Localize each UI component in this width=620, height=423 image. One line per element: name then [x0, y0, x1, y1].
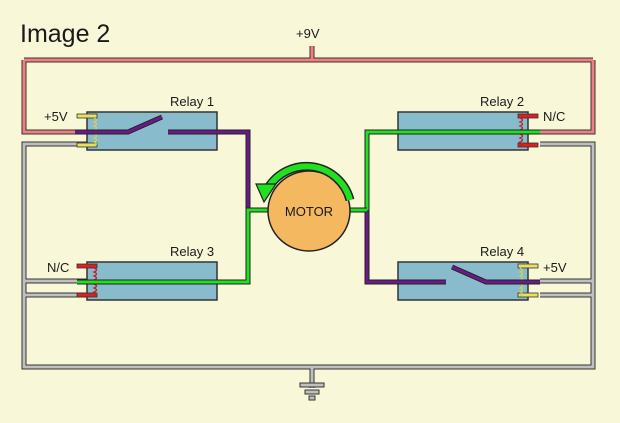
relay-3-pin-label: N/C: [47, 260, 69, 275]
ground-icon: [299, 382, 325, 401]
relay-3-coil: [76, 263, 98, 298]
relay-2-label: Relay 2: [480, 94, 524, 109]
motor: MOTOR: [267, 170, 351, 252]
relay-2-path: [364, 129, 540, 210]
ground-rail: [21, 141, 596, 388]
positive-rail: [21, 46, 596, 135]
supply-label: +9V: [296, 26, 320, 41]
relay-1-coil: [76, 113, 98, 148]
relay-1-label: Relay 1: [170, 94, 214, 109]
relay-4-label: Relay 4: [480, 244, 524, 259]
relay-3-path: [77, 207, 268, 285]
relay-4-switch: [364, 210, 540, 285]
motor-label: MOTOR: [285, 204, 333, 219]
relay-1-switch: [75, 114, 251, 210]
diagram-title: Image 2: [20, 20, 110, 48]
relay-2-pin-label: N/C: [543, 109, 565, 124]
relay-1-pin-label: +5V: [44, 109, 68, 124]
relay-4-coil: [517, 263, 539, 298]
relay-4-pin-label: +5V: [543, 260, 567, 275]
relay-3-label: Relay 3: [170, 244, 214, 259]
rotation-arrow-icon: [255, 161, 355, 204]
